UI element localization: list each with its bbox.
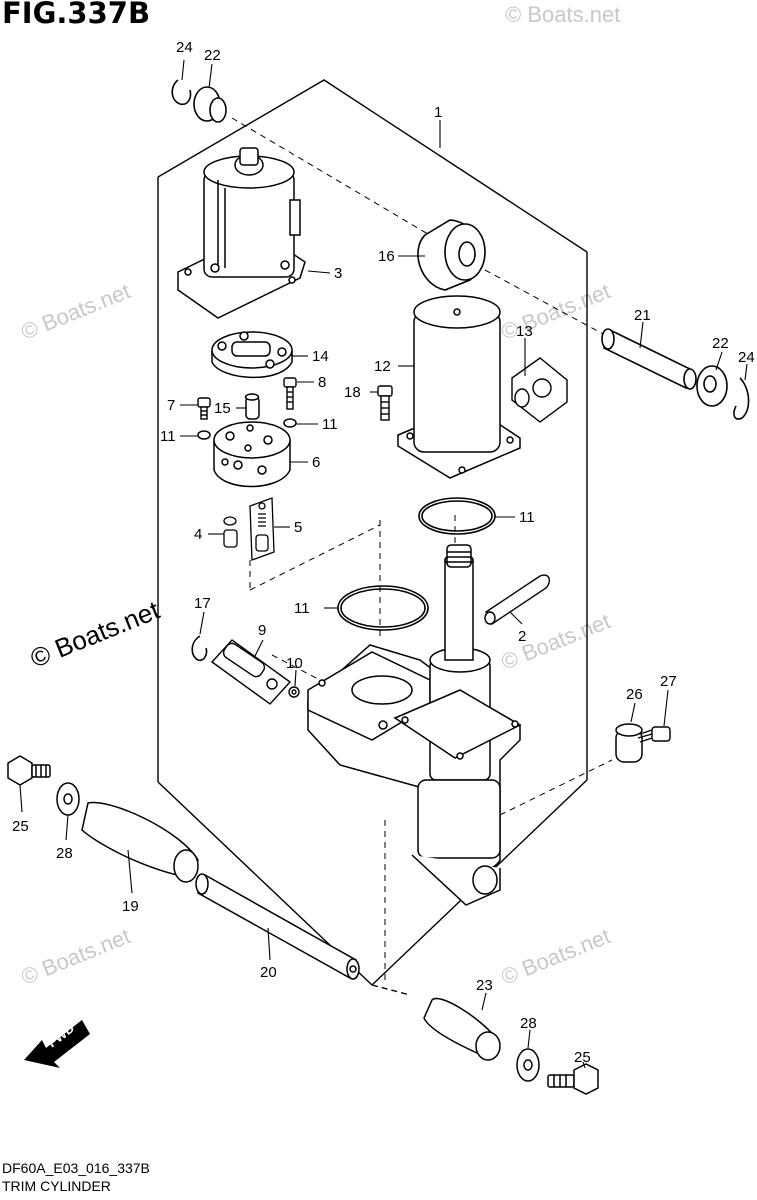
callout-20: 20 [260, 964, 277, 981]
trim-cylinder-body [307, 644, 522, 906]
bolt-25-right [547, 1063, 599, 1095]
callout-26: 26 [626, 686, 643, 703]
o-ring-11-left [197, 430, 211, 440]
callout-7: 7 [167, 397, 175, 414]
callout-15: 15 [214, 400, 231, 417]
screw-7 [197, 397, 211, 420]
watermark-text: © Boats.net [18, 278, 134, 344]
watermark-text: © Boats.net [498, 923, 614, 989]
callout-25: 25 [574, 1049, 591, 1066]
callout-27: 27 [660, 673, 677, 690]
callout-25: 25 [12, 818, 29, 835]
washer-28-left [56, 782, 80, 816]
o-ring-11-reservoir [418, 497, 496, 535]
circlip-24-right [733, 377, 750, 420]
o-ring-11-cylinder [337, 585, 429, 631]
callout-10: 10 [286, 655, 303, 672]
callout-18: 18 [344, 384, 361, 401]
washer-28-right [516, 1048, 540, 1082]
bracket-2 [484, 574, 551, 626]
callout-12: 12 [374, 358, 391, 375]
screw-8 [283, 377, 297, 410]
callout-28: 28 [520, 1015, 537, 1032]
pin-20 [195, 873, 360, 980]
watermark-text: © Boats.net [18, 923, 134, 989]
callout-11: 11 [160, 428, 176, 445]
callout-21: 21 [634, 307, 651, 324]
bolt-25-left [7, 755, 51, 786]
bushing-19 [81, 801, 199, 883]
figure-title: FIG.337B [2, 0, 151, 30]
plug-13 [511, 357, 568, 423]
bolt-27 [637, 726, 671, 743]
valve-4 [223, 516, 238, 548]
bushing-26 [615, 723, 643, 763]
callout-22: 22 [204, 47, 221, 64]
washer-10 [288, 686, 300, 698]
callout-11: 11 [294, 600, 310, 617]
callout-23: 23 [476, 977, 493, 994]
callout-17: 17 [194, 595, 211, 612]
callout-11: 11 [519, 509, 535, 526]
callout-28: 28 [56, 845, 73, 862]
reservoir-cap-14 [211, 331, 293, 379]
callout-9: 9 [258, 622, 266, 639]
diagram-code: DF60A_E03_016_337B [2, 1160, 150, 1176]
bushing-22-top [193, 86, 227, 123]
fwd-arrow-icon: FWD [24, 1020, 90, 1068]
bushing-22-right [696, 365, 728, 407]
callout-13: 13 [516, 323, 533, 340]
pump-body-6 [213, 421, 291, 488]
callout-labels: 24 22 1 3 16 21 22 24 13 12 14 8 18 7 15… [12, 39, 755, 1066]
callout-14: 14 [312, 348, 329, 365]
callout-6: 6 [312, 454, 320, 471]
callout-24: 24 [176, 39, 193, 56]
reservoir-12 [397, 295, 521, 479]
pin-21 [601, 328, 697, 390]
callout-16: 16 [378, 248, 395, 265]
circlip-17 [191, 635, 208, 662]
o-ring-11-right [283, 418, 297, 428]
bolt-18 [377, 385, 393, 421]
bushing-16 [417, 219, 486, 291]
diagram-name: TRIM CYLINDER [2, 1178, 111, 1194]
callout-19: 19 [122, 898, 139, 915]
callout-22: 22 [712, 335, 729, 352]
trim-motor-3 [177, 147, 306, 319]
watermark-text: © Boats.net [26, 594, 164, 673]
callout-24: 24 [738, 349, 755, 366]
callout-11: 11 [322, 416, 338, 433]
piston-rod [444, 544, 474, 661]
callout-8: 8 [318, 374, 326, 391]
watermark-text: © Boats.net [505, 2, 620, 27]
valve-15 [244, 393, 260, 420]
callout-3: 3 [334, 265, 342, 282]
bushing-23 [423, 997, 501, 1061]
callout-2: 2 [518, 628, 526, 645]
leader-lines [19, 59, 748, 1069]
manual-valve-9 [210, 639, 292, 705]
circlip-24-top [171, 79, 192, 106]
valve-kit-5 [249, 497, 275, 561]
watermark-text: © Boats.net [498, 608, 614, 674]
callout-1: 1 [434, 104, 442, 121]
callout-4: 4 [194, 526, 202, 543]
callout-5: 5 [294, 519, 302, 536]
watermark-text: © Boats.net [498, 278, 614, 344]
guide-lines [231, 117, 613, 985]
